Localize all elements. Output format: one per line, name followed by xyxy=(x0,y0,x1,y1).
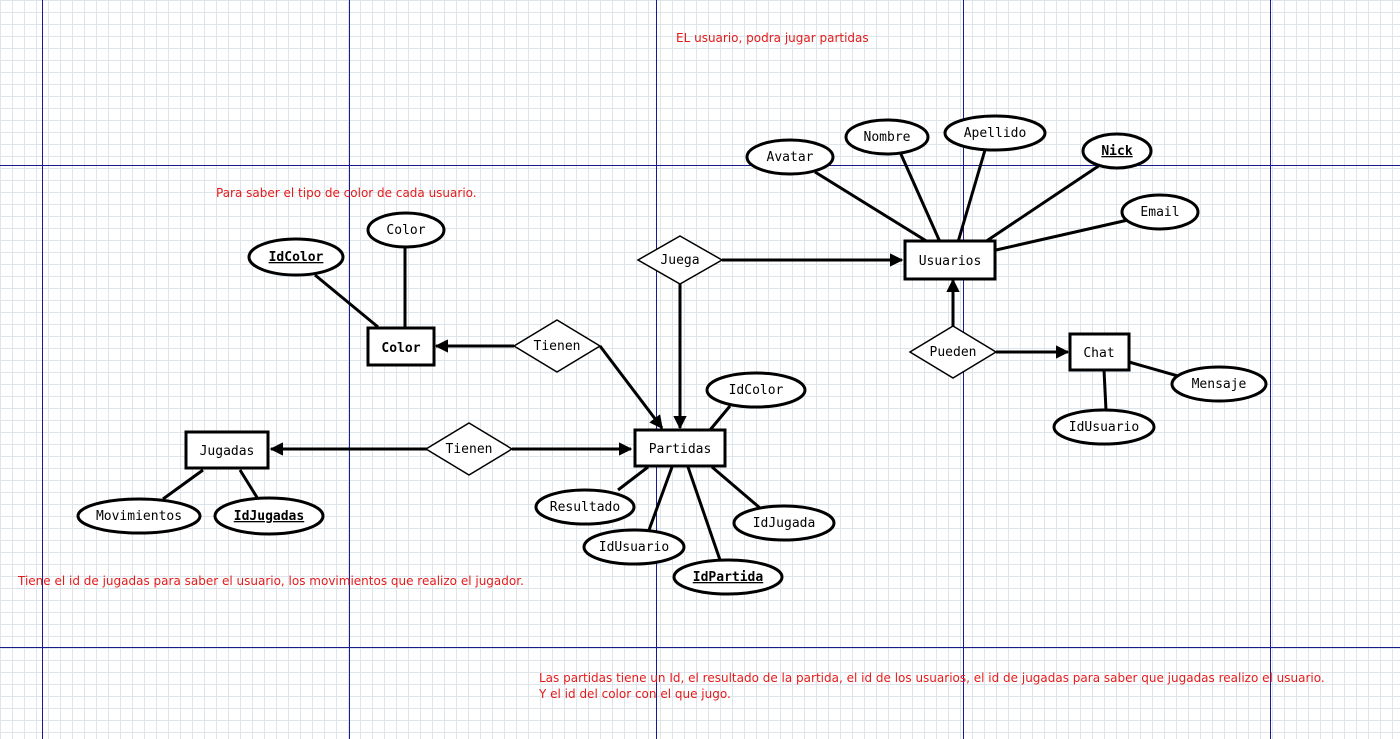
connector-nick xyxy=(984,163,1101,244)
attribute-email[interactable]: Email xyxy=(1120,193,1200,231)
connector-movimientos xyxy=(162,468,204,501)
attribute-idjugada-label: IdJugada xyxy=(753,516,816,531)
attribute-nombre-label: Nombre xyxy=(864,130,911,145)
attribute-idcolor-partida[interactable]: IdColor xyxy=(705,371,807,409)
connector-tienen-partidas xyxy=(598,345,664,430)
attribute-nick-label: Nick xyxy=(1101,144,1132,159)
entity-chat-label: Chat xyxy=(1083,346,1114,361)
connector-apellido xyxy=(956,149,987,243)
attribute-idusuario-chat[interactable]: IdUsuario xyxy=(1052,408,1156,446)
attribute-nick-key[interactable]: Nick xyxy=(1081,132,1153,170)
connector-idusuario-partida xyxy=(647,466,674,531)
attribute-nombre[interactable]: Nombre xyxy=(844,118,930,156)
entity-jugadas[interactable]: Jugadas xyxy=(184,430,270,470)
connector-nombre xyxy=(898,151,942,243)
entity-jugadas-label: Jugadas xyxy=(200,444,255,459)
connector-mensaje xyxy=(1128,360,1186,380)
relationship-tienen-color[interactable]: Tienen xyxy=(512,319,602,373)
attribute-color-label: Color xyxy=(386,223,425,238)
attribute-apellido[interactable]: Apellido xyxy=(943,114,1047,152)
entity-color-label: Color xyxy=(381,341,420,356)
connector-idpartida xyxy=(686,466,722,561)
connector-idjugadas xyxy=(238,469,260,500)
attribute-idcolor-color-label: IdColor xyxy=(269,250,324,265)
attribute-idpartida-label: IdPartida xyxy=(693,570,764,585)
attribute-email-label: Email xyxy=(1140,205,1179,220)
note-partidas-line1: Las partidas tiene un Id, el resultado d… xyxy=(539,671,1325,685)
attribute-mensaje[interactable]: Mensaje xyxy=(1170,365,1268,403)
connector-idcolor-partida xyxy=(708,405,732,431)
attribute-resultado-label: Resultado xyxy=(550,500,620,515)
relationship-juega-label: Juega xyxy=(660,253,699,268)
relationship-tienen-color-label: Tienen xyxy=(534,339,581,354)
attribute-idusuario-chat-label: IdUsuario xyxy=(1069,420,1139,435)
note-partidas-line2: Y el id del color con el que jugo. xyxy=(538,687,731,701)
relationship-tienen-jugadas[interactable]: Tienen xyxy=(424,422,514,476)
note-color: Para saber el tipo de color de cada usua… xyxy=(216,186,477,200)
connector-resultado xyxy=(617,465,649,492)
attribute-movimientos[interactable]: Movimientos xyxy=(76,497,202,535)
relationship-tienen-jugadas-label: Tienen xyxy=(446,442,493,457)
connector-avatar xyxy=(814,170,929,244)
attribute-color[interactable]: Color xyxy=(366,211,446,249)
attribute-idusuario-partida[interactable]: IdUsuario xyxy=(582,528,686,566)
attribute-idcolor-key[interactable]: IdColor xyxy=(247,237,345,277)
attribute-resultado[interactable]: Resultado xyxy=(534,488,636,526)
connector-idcolor-color xyxy=(314,273,379,329)
attribute-idjugadas-key[interactable]: IdJugadas xyxy=(213,496,325,536)
relationship-pueden-label: Pueden xyxy=(930,345,977,360)
attribute-idusuario-partida-label: IdUsuario xyxy=(599,540,669,555)
note-jugadas: Tiene el id de jugadas para saber el usu… xyxy=(17,574,524,588)
entity-chat[interactable]: Chat xyxy=(1068,332,1131,372)
entity-partidas[interactable]: Partidas xyxy=(633,428,727,468)
connector-email xyxy=(995,218,1129,252)
attribute-mensaje-label: Mensaje xyxy=(1192,377,1247,392)
connector-idusuario-chat xyxy=(1102,369,1108,411)
attribute-apellido-label: Apellido xyxy=(964,126,1027,141)
attribute-idjugada[interactable]: IdJugada xyxy=(732,504,836,542)
entity-partidas-label: Partidas xyxy=(649,442,712,457)
attribute-idjugadas-label: IdJugadas xyxy=(234,509,304,524)
attribute-avatar[interactable]: Avatar xyxy=(745,138,835,176)
connector-idjugada xyxy=(711,465,761,510)
connectors xyxy=(162,149,1186,561)
attribute-avatar-label: Avatar xyxy=(767,150,814,165)
attribute-idpartida-key[interactable]: IdPartida xyxy=(672,558,784,596)
entity-usuarios-label: Usuarios xyxy=(919,254,982,269)
attribute-idcolor-partida-label: IdColor xyxy=(729,383,784,398)
relationship-pueden[interactable]: Pueden xyxy=(908,325,998,379)
relationship-juega[interactable]: Juega xyxy=(636,235,724,285)
entity-color[interactable]: Color xyxy=(366,326,436,367)
note-usuario: EL usuario, podra jugar partidas xyxy=(676,31,869,45)
attribute-movimientos-label: Movimientos xyxy=(96,509,182,524)
entity-usuarios[interactable]: Usuarios xyxy=(903,239,997,281)
